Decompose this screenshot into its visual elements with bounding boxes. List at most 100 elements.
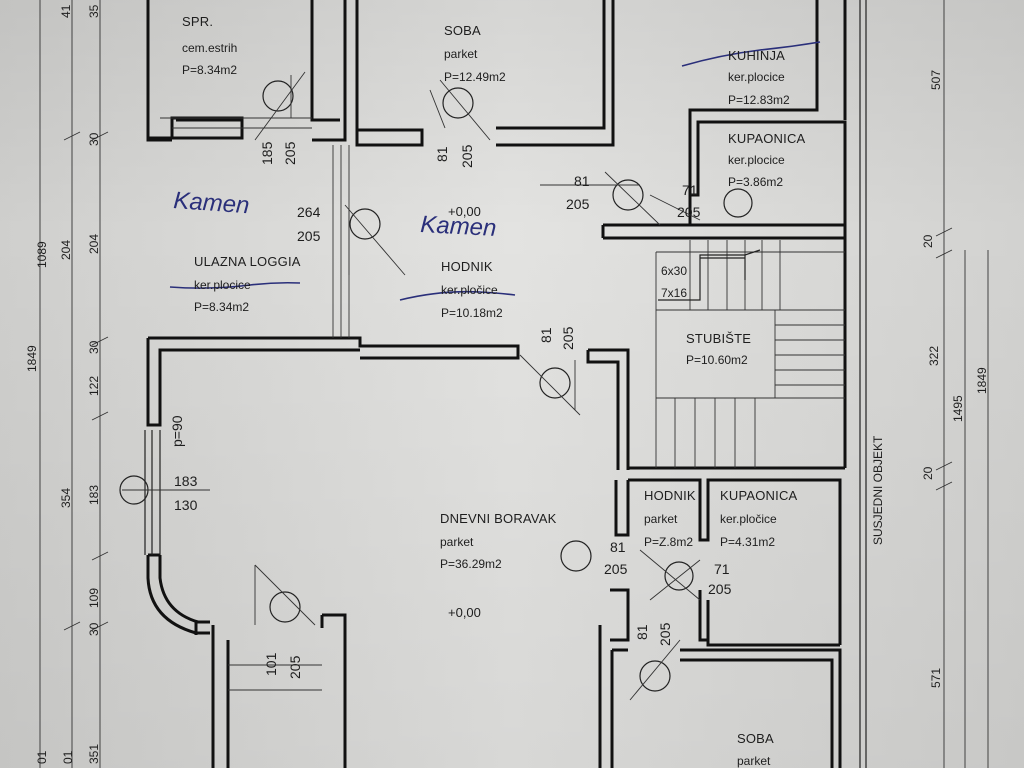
door-dimension-top: 71: [682, 182, 698, 198]
room-dnevni-name: DNEVNI BORAVAK: [440, 511, 557, 526]
door-dimension: 81 205: [634, 622, 673, 646]
door-dimension-bottom: 205: [657, 622, 673, 646]
door-dimension-bottom: 205: [604, 561, 628, 577]
level-mark-upper: +0,00: [448, 204, 481, 219]
dim-109: 109: [87, 588, 101, 608]
dim-20-upper: 20: [921, 234, 935, 248]
room-kupaonica-top-finish: ker.plocice: [728, 153, 785, 167]
door-dimension-top: 185: [259, 141, 275, 165]
room-dnevni-finish: parket: [440, 535, 474, 549]
dim-1495: 1495: [951, 395, 965, 422]
door-dimension-top: 81: [434, 146, 450, 162]
right-dimension-labels: 507 20 322 1495 1849 20 571: [921, 70, 989, 688]
room-dnevni-area: P=36.29m2: [440, 557, 502, 571]
room-kupaonica-top-area: P=3.86m2: [728, 175, 783, 189]
door-dimensions: 185 205 81 205 81 205 71 205 264 205 81 …: [174, 141, 732, 679]
dim-122: 122: [87, 376, 101, 396]
dim-41: 41: [59, 4, 73, 18]
room-kuhinja-name: KUHINJA: [728, 48, 785, 63]
handwritten-note-kamen-1: Kamen: [173, 187, 251, 219]
door-dimension: 81 205: [566, 173, 590, 212]
handwritten-note-kamen-2: Kamen: [420, 211, 497, 242]
room-hodnik-main-finish: ker.pločice: [441, 283, 498, 297]
dim-354: 354: [59, 488, 73, 508]
dim-1849-left: 1849: [25, 345, 39, 372]
door-dimension-bottom: 205: [282, 141, 298, 165]
dim-35: 35: [87, 4, 101, 18]
handwritten-marks: [169, 41, 821, 301]
room-kupaonica-bottom-area: P=4.31m2: [720, 535, 775, 549]
door-dimension-bottom: 205: [287, 655, 303, 679]
window-lines: [144, 117, 350, 691]
room-stubiste: 6x30 7x16 STUBIŠTE P=10.60m2: [661, 264, 751, 367]
door-swings: [119, 71, 753, 701]
dim-30-b: 30: [87, 340, 101, 354]
door-dimension: 81 205: [538, 326, 576, 350]
door-dimension: 71 205: [708, 561, 732, 597]
room-hodnik-small-area: P=Z.8m2: [644, 535, 693, 549]
door-dimension-bottom: 205: [708, 581, 732, 597]
room-hodnik-main-area: P=10.18m2: [441, 306, 503, 320]
dim-183: 183: [87, 485, 101, 505]
dimension-lines-left: [39, 0, 109, 768]
room-soba-top: SOBA parket P=12.49m2: [444, 23, 506, 84]
walls: [146, 0, 847, 768]
dim-bottom-2: 01: [61, 750, 75, 764]
door-dimension-top: 71: [714, 561, 730, 577]
door-dimension: 81 205: [434, 144, 475, 168]
door-dimension-top: 81: [610, 539, 626, 555]
room-loggia: ULAZNA LOGGIA ker.plocice P=8.34m2: [194, 254, 301, 314]
door-dimension-bottom: 130: [174, 497, 198, 513]
room-kupaonica-bottom-name: KUPAONICA: [720, 488, 798, 503]
dim-30-a: 30: [87, 132, 101, 146]
room-kupaonica-bottom: KUPAONICA ker.pločice P=4.31m2: [720, 488, 798, 549]
dim-20-lower: 20: [921, 466, 935, 480]
door-dimension: 183 130: [174, 473, 198, 513]
room-hodnik-small-name: HODNIK: [644, 488, 696, 503]
room-spr-finish: cem.estrih: [182, 41, 237, 55]
door-dimension-bottom: 205: [566, 196, 590, 212]
room-spr-name: SPR.: [182, 14, 213, 29]
level-mark-lower: +0,00: [448, 605, 481, 620]
room-soba-bottom: SOBA parket: [737, 731, 774, 768]
neighbor-building-label: SUSJEDNI OBJEKT: [871, 435, 885, 545]
room-spr: SPR. cem.estrih P=8.34m2: [182, 14, 237, 77]
room-kupaonica-top: KUPAONICA ker.plocice P=3.86m2: [728, 131, 806, 189]
room-hodnik-main-name: HODNIK: [441, 259, 493, 274]
door-dimension-bottom: 205: [459, 144, 475, 168]
dim-bottom-1: 01: [35, 750, 49, 764]
door-dimension: 81 205: [604, 539, 628, 577]
door-dimension-bottom: 205: [677, 204, 701, 220]
door-dimension: 71 205: [677, 182, 701, 220]
room-stubiste-name: STUBIŠTE: [686, 331, 751, 346]
door-dimension-top: 183: [174, 473, 198, 489]
dim-507: 507: [929, 70, 943, 90]
room-kupaonica-bottom-finish: ker.pločice: [720, 512, 777, 526]
dim-30-c: 30: [87, 622, 101, 636]
room-soba-top-area: P=12.49m2: [444, 70, 506, 84]
door-dimension-bottom: 205: [560, 326, 576, 350]
room-spr-area: P=8.34m2: [182, 63, 237, 77]
left-dimension-labels: 41 35 30 204 30 122 183 109 30 1089 204 …: [25, 4, 101, 764]
room-soba-top-name: SOBA: [444, 23, 481, 38]
room-kuhinja-area: P=12.83m2: [728, 93, 790, 107]
door-dimension-top: 101: [263, 652, 279, 676]
room-kupaonica-top-name: KUPAONICA: [728, 131, 806, 146]
door-dimension: 185 205: [259, 141, 298, 165]
room-hodnik-small: HODNIK parket P=Z.8m2: [644, 488, 696, 549]
dim-571: 571: [929, 668, 943, 688]
dim-1849: 1849: [975, 367, 989, 394]
room-hodnik-small-finish: parket: [644, 512, 678, 526]
room-soba-bottom-finish: parket: [737, 754, 771, 768]
room-dnevni-boravak: DNEVNI BORAVAK parket P=36.29m2: [440, 511, 557, 571]
room-hodnik-main: HODNIK ker.pločice P=10.18m2: [441, 259, 503, 320]
stairs: [655, 240, 845, 468]
room-kuhinja-finish: ker.plocice: [728, 70, 785, 84]
stair-steps-label: 6x30: [661, 264, 687, 278]
room-loggia-name: ULAZNA LOGGIA: [194, 254, 301, 269]
door-dimension-top: 81: [538, 327, 554, 343]
door-dimension-top: 264: [297, 204, 321, 220]
dim-204-a: 204: [87, 234, 101, 254]
